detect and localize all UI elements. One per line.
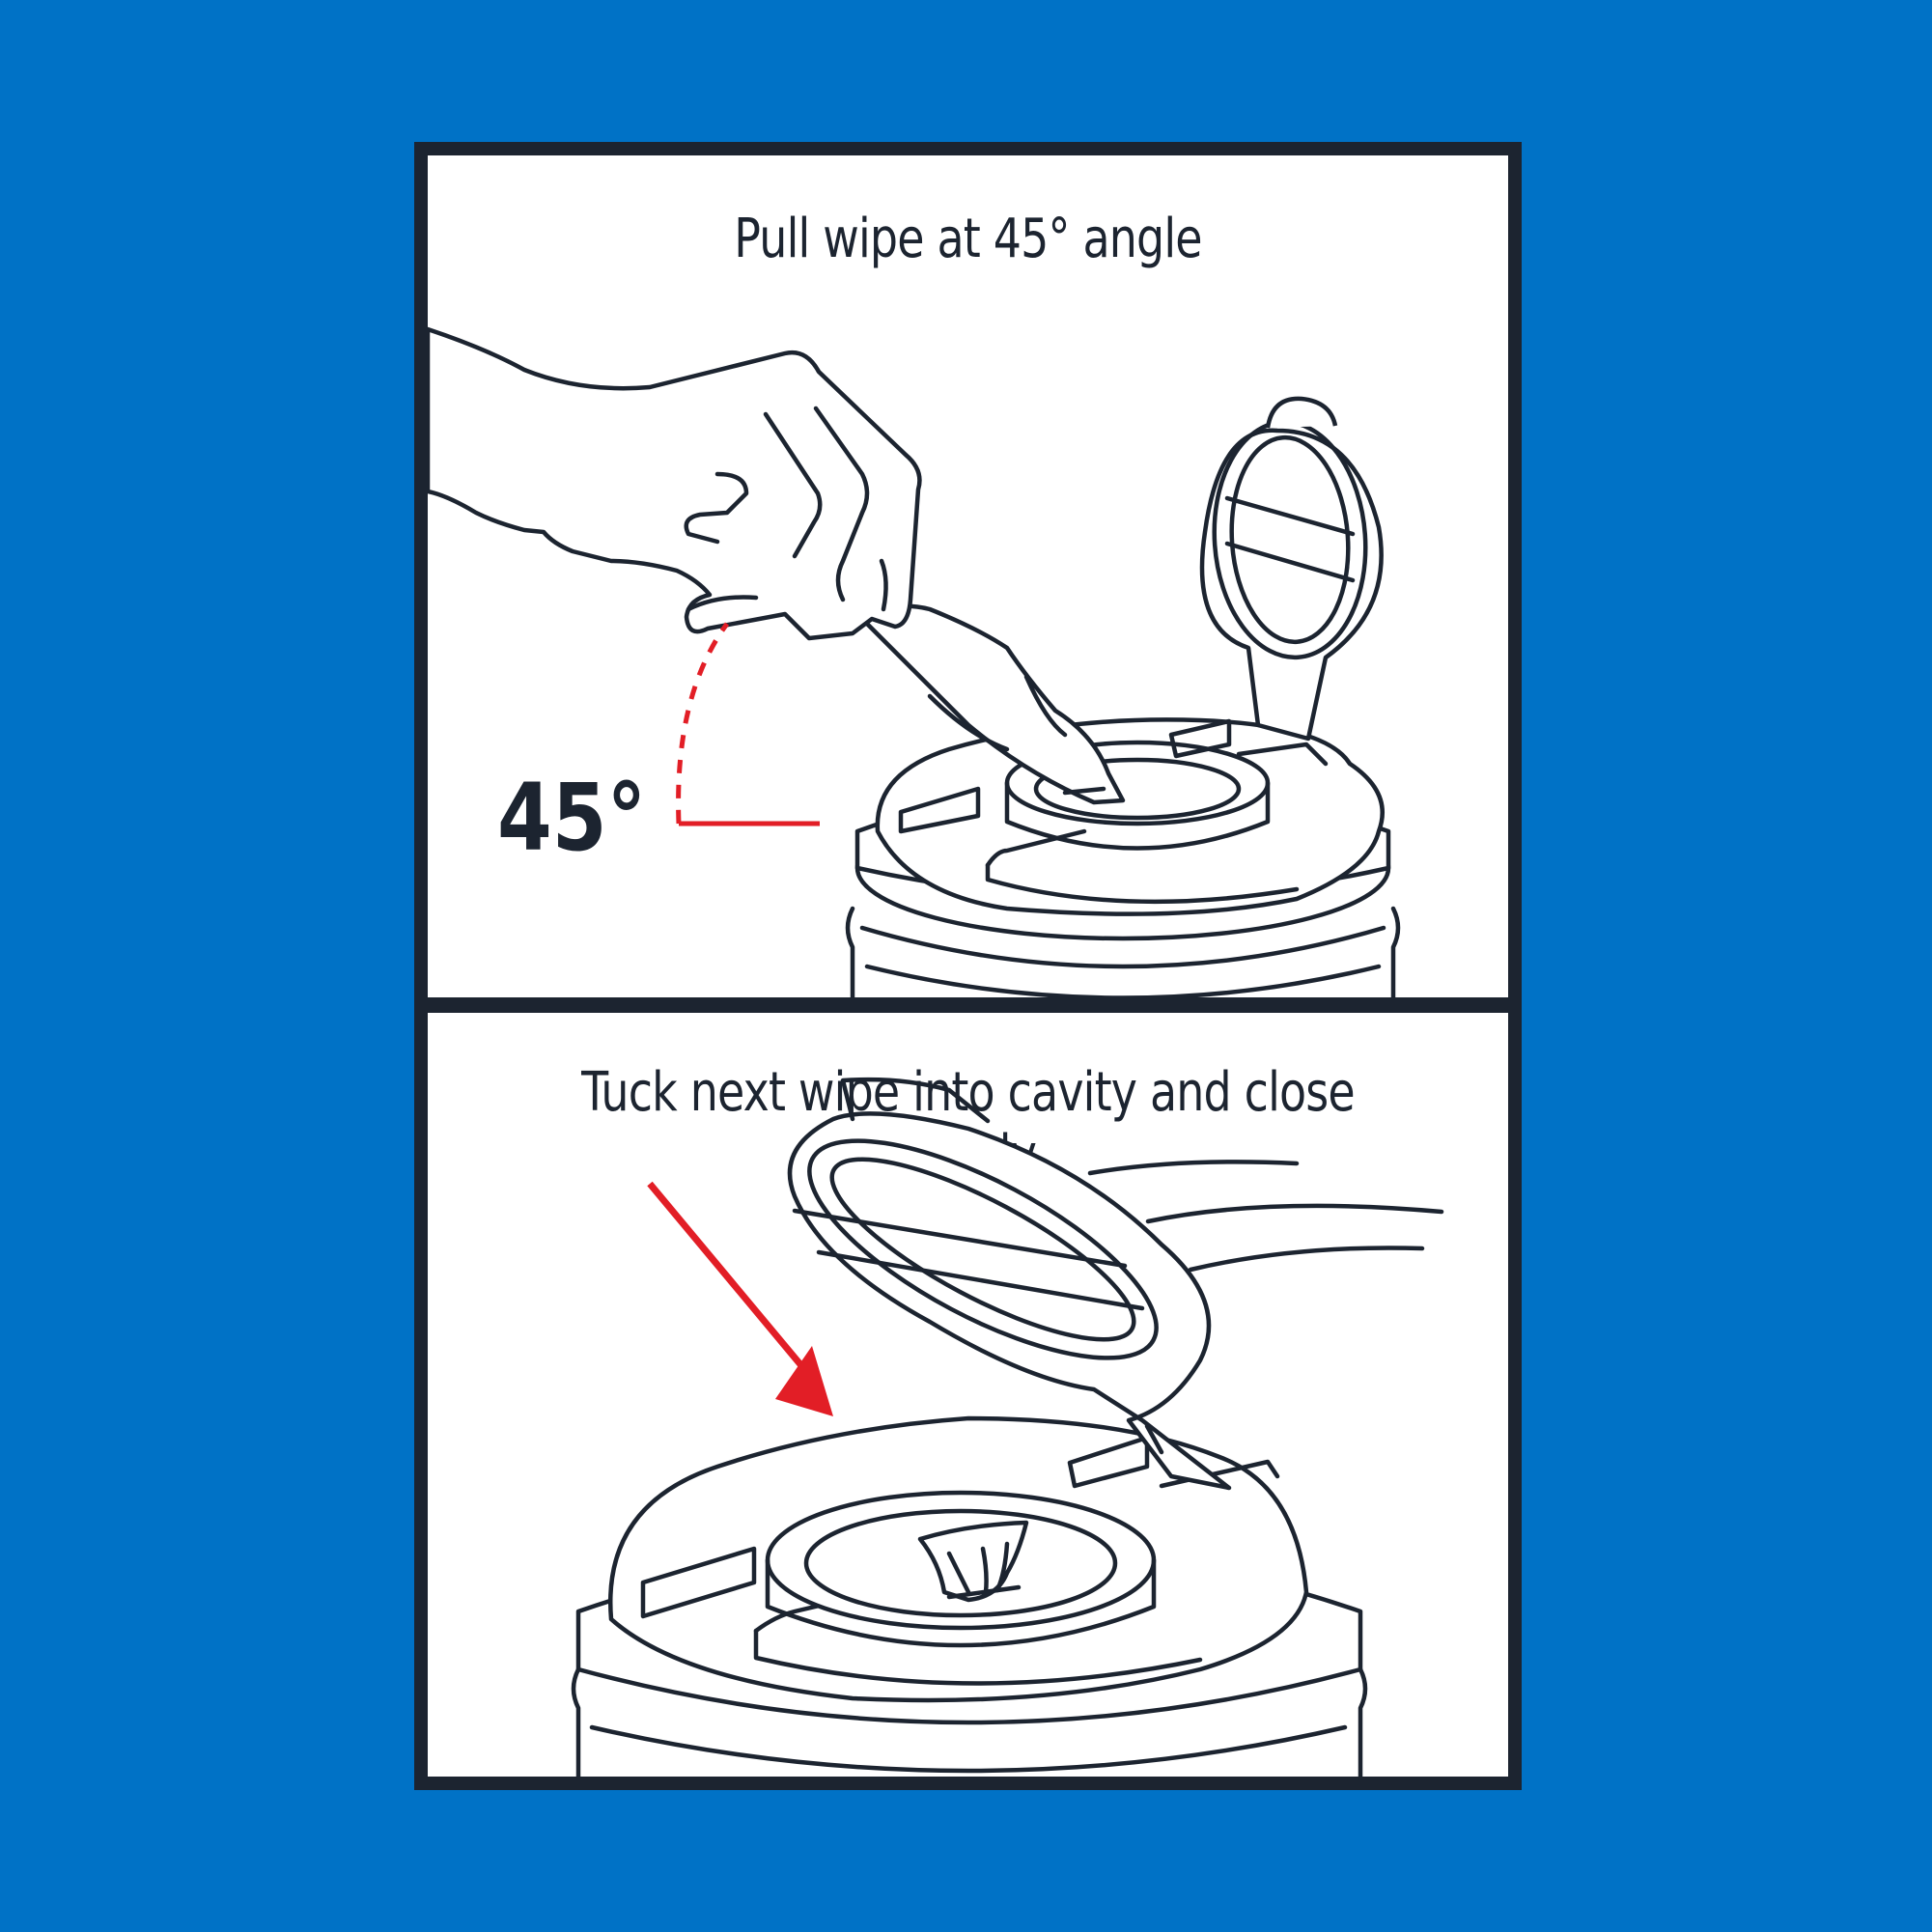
- step-1-panel: Pull wipe at 45° angle: [428, 155, 1508, 997]
- flip-lid-icon: [787, 1077, 1232, 1491]
- angle-indicator-icon: [676, 622, 820, 826]
- wipe-icon: [917, 1520, 1029, 1603]
- step-2-illustration: [571, 1077, 1444, 1777]
- instruction-frame: Pull wipe at 45° angle: [414, 142, 1522, 1790]
- hand-icon: [428, 326, 922, 641]
- flip-lid-icon: [1199, 396, 1384, 742]
- step-1-caption: Pull wipe at 45° angle: [734, 208, 1202, 270]
- canister-icon: [845, 717, 1401, 997]
- wipe-icon: [859, 603, 1126, 805]
- arrow-pointing-icon: [647, 1181, 833, 1416]
- step-1-illustration: [428, 326, 1401, 997]
- motion-lines-icon: [1087, 1160, 1444, 1273]
- angle-label: 45°: [497, 764, 647, 872]
- step-2-panel: Tuck next wipe into cavity and close tig…: [428, 1013, 1508, 1777]
